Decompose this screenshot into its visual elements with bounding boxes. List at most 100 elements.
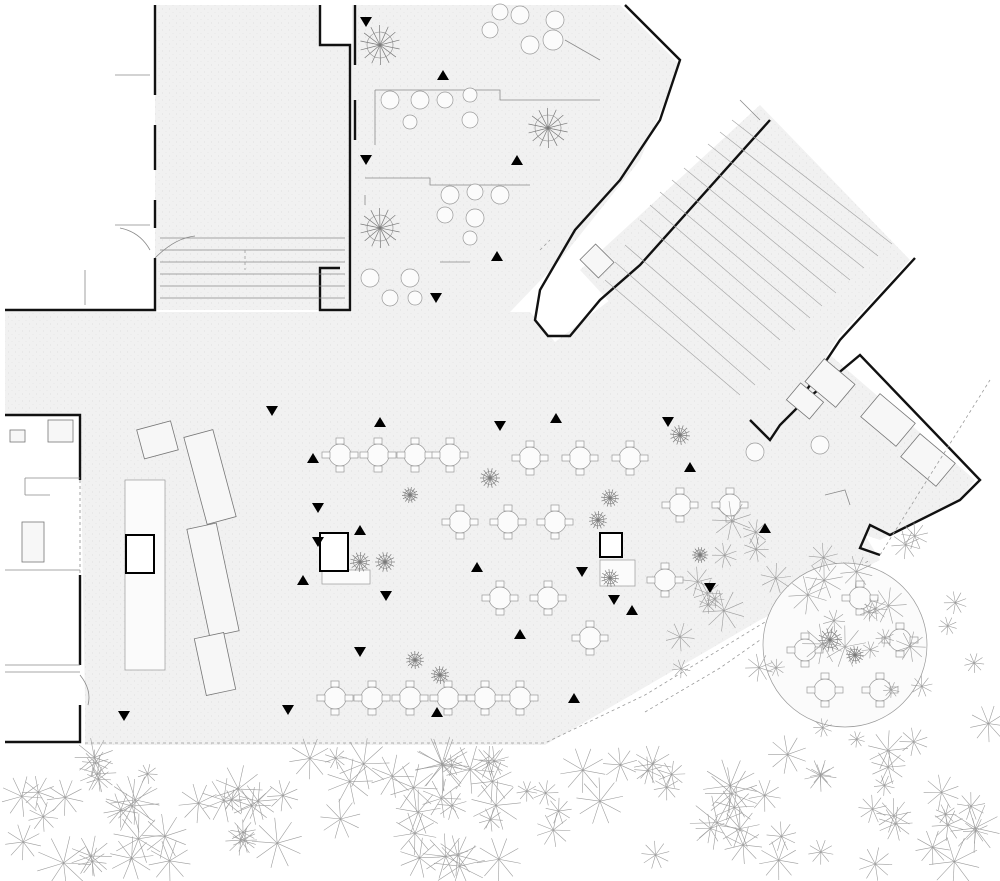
ground-cover-plant xyxy=(870,587,907,624)
planting-symbol xyxy=(360,207,400,249)
ground-cover-plant xyxy=(422,779,462,818)
ground-cover-plant xyxy=(142,813,187,859)
planting-symbol xyxy=(360,24,400,66)
ground-cover-plant xyxy=(86,767,111,792)
ground-cover-plant xyxy=(883,681,900,698)
marker-up xyxy=(437,70,449,80)
ground-cover-plant xyxy=(395,789,441,834)
cafe-table xyxy=(429,680,467,716)
marker-down xyxy=(494,421,506,431)
ground-cover-plant xyxy=(748,779,781,812)
planting-circle xyxy=(491,3,509,21)
ground-cover-plant xyxy=(689,795,744,850)
planting-circle xyxy=(490,185,510,205)
ground-cover-plant xyxy=(938,616,957,636)
ground-cover-plant xyxy=(759,841,799,881)
garden-east-wall xyxy=(533,4,771,338)
ground-cover-plant xyxy=(537,813,571,847)
ground-cover-plant xyxy=(703,759,757,813)
bench-4 xyxy=(193,632,237,696)
thin-lines xyxy=(5,39,991,744)
planting-symbol xyxy=(846,646,864,664)
planting-circle xyxy=(380,90,400,110)
ground-cover-plant xyxy=(715,787,755,827)
ground-cover-plant xyxy=(479,807,503,832)
ground-cover-plant xyxy=(433,840,485,881)
ground-cover-plant xyxy=(964,653,985,673)
planting-circle xyxy=(436,91,454,109)
planting-symbol xyxy=(528,107,568,149)
ground-cover-plant xyxy=(875,628,894,648)
marker-up xyxy=(514,629,526,639)
ramp-paving xyxy=(580,105,910,430)
ground-cover-plant xyxy=(148,840,191,881)
ground-cover-plant xyxy=(71,835,112,877)
ground-cover-plant xyxy=(471,780,521,830)
ground-cover-plant xyxy=(560,748,606,793)
ground-cover-plant xyxy=(320,798,361,839)
ground-cover-plant xyxy=(633,745,672,783)
ground-cover-plants xyxy=(1,501,1000,881)
ground-cover-plant xyxy=(861,641,879,659)
marker-up xyxy=(568,693,580,703)
upper-court-paving xyxy=(155,5,350,310)
court-east-wall xyxy=(318,5,352,312)
left-building-wall xyxy=(5,258,157,312)
planting-circle xyxy=(465,208,485,228)
ground-cover-plant xyxy=(858,794,887,823)
cafe-table xyxy=(391,680,429,716)
ground-cover-plant xyxy=(963,818,989,844)
marker-down xyxy=(360,155,372,165)
ground-cover-plant xyxy=(878,806,913,841)
cafe-table xyxy=(571,620,609,656)
cafe-table xyxy=(316,680,354,716)
marker-up xyxy=(374,417,386,427)
cafe-table xyxy=(646,562,684,598)
ground-cover-plant xyxy=(712,501,751,541)
marker-up xyxy=(471,562,483,572)
ground-cover-plant xyxy=(471,760,514,803)
ground-cover-plant xyxy=(202,778,247,823)
ground-cover-plant xyxy=(110,776,160,825)
planting-circle xyxy=(542,29,564,51)
cafe-table xyxy=(511,440,549,476)
planting-symbol xyxy=(601,489,619,507)
ground-cover-plant xyxy=(37,836,92,881)
cafe-table xyxy=(536,504,574,540)
ground-cover-plant xyxy=(113,813,164,863)
ground-cover-plant xyxy=(788,576,827,615)
cafe-table xyxy=(359,437,397,473)
ground-cover-plant xyxy=(21,776,54,809)
planting-symbol xyxy=(431,665,449,685)
marker-down xyxy=(662,417,674,427)
marker-down xyxy=(360,17,372,27)
ground-cover-plant xyxy=(695,813,725,844)
ground-cover-plant xyxy=(895,631,926,662)
cafe-table xyxy=(431,437,469,473)
marker-down xyxy=(312,503,324,513)
ground-cover-plant xyxy=(233,787,271,825)
cafe-table xyxy=(441,504,479,540)
ground-cover-plant xyxy=(808,839,834,865)
bench-1 xyxy=(136,420,179,460)
west-building-wall-bottom xyxy=(5,705,82,744)
cafe-table xyxy=(529,580,567,616)
ground-cover-plant xyxy=(928,837,980,881)
planting-circle xyxy=(410,90,430,110)
ground-cover-plant xyxy=(868,730,909,771)
cafe-table xyxy=(353,680,391,716)
planting-circle xyxy=(360,268,380,288)
ground-cover-plant xyxy=(371,754,415,798)
ground-cover-plant xyxy=(437,835,478,876)
marker-up xyxy=(297,575,309,585)
ground-cover-plant xyxy=(110,836,154,880)
kiosk-2 xyxy=(319,532,349,572)
ground-cover-plant xyxy=(899,727,928,756)
ground-cover-plant xyxy=(545,797,572,824)
marker-up xyxy=(550,413,562,423)
ground-cover-plant xyxy=(5,824,41,861)
marker-up xyxy=(354,525,366,535)
cafe-table xyxy=(489,504,527,540)
benches xyxy=(136,420,636,696)
cafe-table xyxy=(786,632,824,668)
